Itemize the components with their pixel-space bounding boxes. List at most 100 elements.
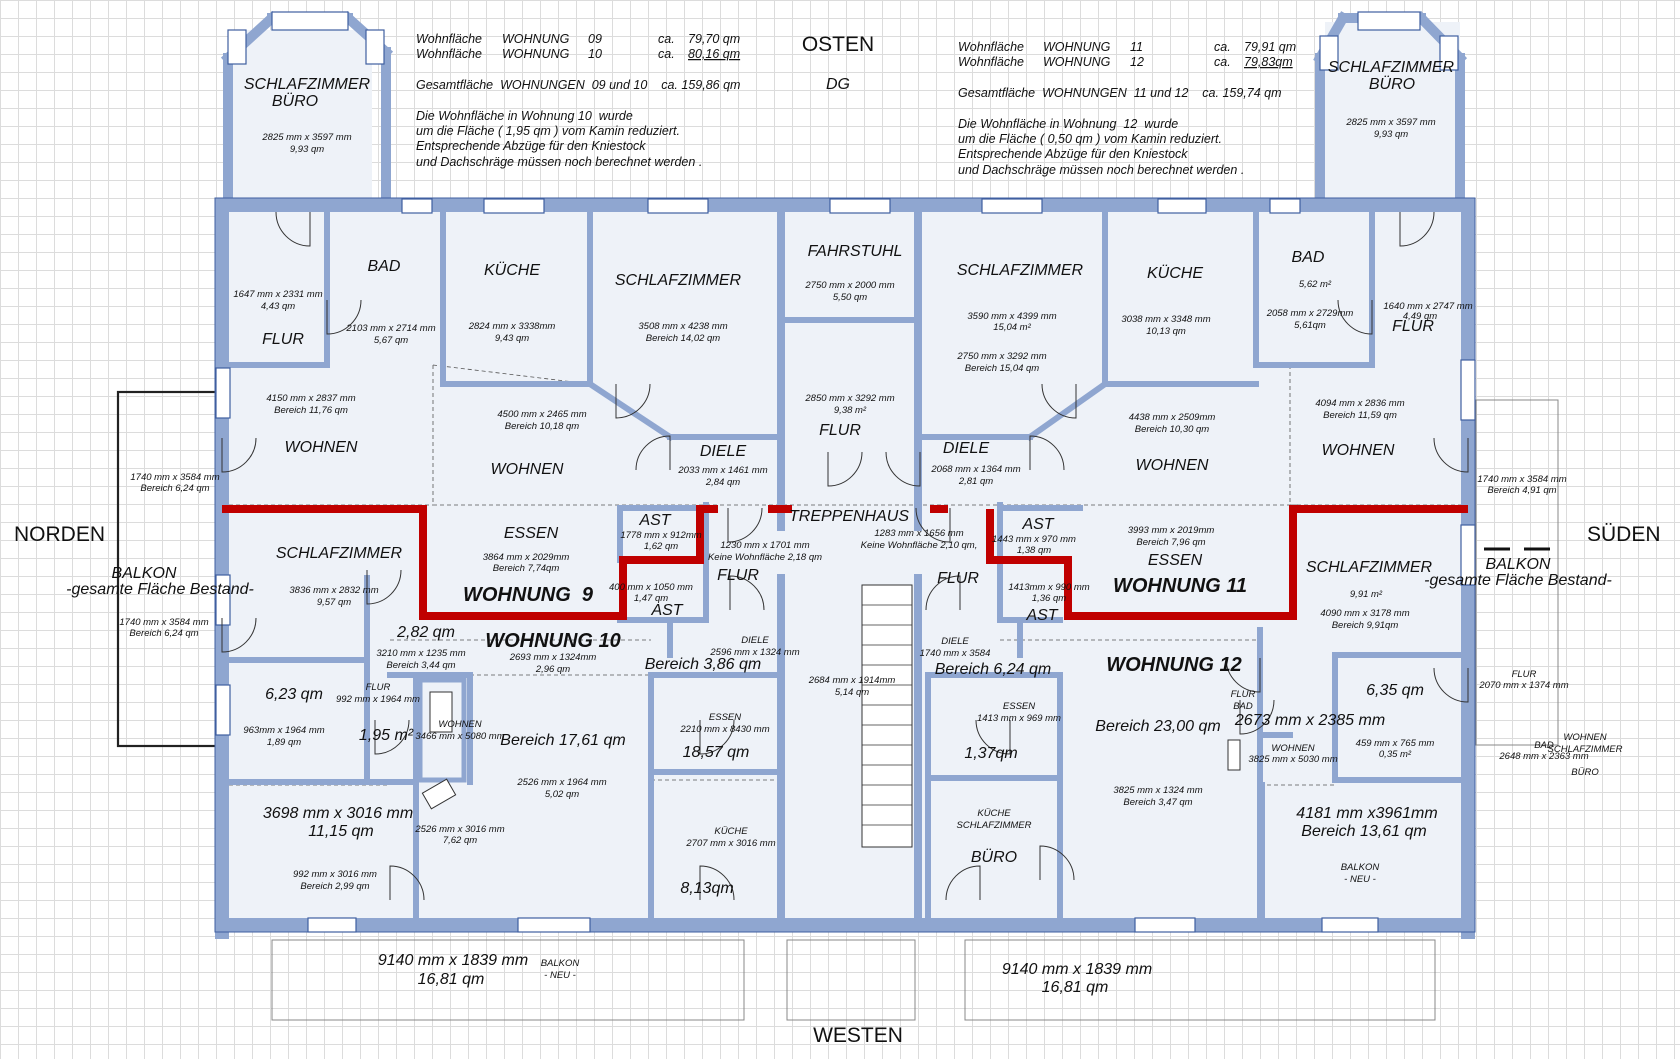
window-17 (1321, 917, 1379, 933)
dimension-label-104: 3210 mm x 1235 mm (376, 648, 465, 659)
note-left-text-3: Entsprechende Abzüge für den Kniestock (416, 139, 646, 153)
room-label-80: SCHLAFZIMMER (1306, 559, 1433, 576)
floor-area-2 (1325, 22, 1460, 210)
dimension-label-163: BALKON (1341, 862, 1380, 873)
dimension-label-5: 2103 mm x 2714 mm (345, 323, 435, 334)
room-label-124: Bereich 17,61 qm (500, 732, 625, 749)
door-14 (366, 569, 402, 605)
note-left-total: Gesamtfläche WOHNUNGEN 09 und 10 ca. 159… (416, 78, 740, 92)
door-18 (915, 507, 951, 543)
dimension-label-30: 5,61qm (1294, 320, 1326, 331)
apartment-12-title: WOHNUNG 12 (1106, 654, 1242, 676)
window-19 (365, 29, 385, 65)
door-4 (615, 383, 651, 419)
dimension-label-60: Bereich 6,24 qm (140, 483, 209, 494)
room-label-113: Bereich 6,24 qm (935, 661, 1052, 678)
note-right-text-3: Entsprechende Abzüge für den Kniestock (958, 147, 1188, 161)
fixtures (417, 584, 1241, 848)
door-9 (885, 451, 921, 487)
note-left-area-10-value: 80,16 qm (688, 47, 740, 61)
room-label-137: 2673 mm x 2385 mm (1234, 712, 1385, 729)
dimension-label-120: 992 mm x 1964 mm (336, 694, 420, 705)
room-label-49: FLUR (819, 422, 861, 439)
window-18 (227, 29, 247, 65)
dimension-label-68: 1,62 qm (644, 541, 678, 552)
room-label-138: 6,35 qm (1366, 682, 1424, 699)
dimension-label-18: 5,50 qm (833, 292, 867, 303)
dimension-label-127: ESSEN (709, 712, 741, 723)
dimension-label-7: 1647 mm x 2331 mm (233, 289, 322, 300)
dimension-label-62: Bereich 4,91 qm (1487, 485, 1556, 496)
dimension-label-147: SCHLAFZIMMER (1548, 744, 1623, 755)
chimney-right (1227, 739, 1241, 771)
window-9 (215, 367, 231, 419)
room-label-160: BÜRO (971, 848, 1017, 866)
dimension-label-145: Bereich 3,47 qm (1123, 797, 1192, 808)
dimension-label-168: - NEU - (544, 970, 576, 981)
dimension-label-130: 2684 mm x 1914mm (808, 675, 896, 686)
notes-right: Wohnfläche WOHNUNG 11 ca. 79,91 qm Wohnf… (958, 40, 1296, 177)
room-label-13: SCHLAFZIMMER (615, 272, 742, 289)
apartment-border-0 (222, 505, 718, 620)
room-label-71: TREPPENHAUS (789, 508, 909, 525)
labels: Wohnfläche WOHNUNG 09 ca. 79,70 qm Wohnf… (14, 32, 1661, 1047)
apartment-10-title: WOHNUNG 10 (485, 630, 621, 652)
note-right-area-11-apt: WOHNUNG (1043, 40, 1111, 54)
dimension-label-93: 1,47 qm (634, 593, 668, 604)
room-label-0: SCHLAFZIMMER (244, 76, 371, 93)
room-label-149: 3698 mm x 3016 mm (263, 805, 413, 822)
chimney-left-inner (429, 691, 453, 733)
dimension-label-153: 2526 mm x 3016 mm (414, 824, 504, 835)
room-label-55: WOHNEN (1136, 457, 1209, 474)
note-right-area-11-value: 79,91 qm (1244, 40, 1296, 54)
dimension-label-31: 1640 mm x 2747 mm (1383, 301, 1472, 312)
door-27 (975, 719, 1011, 755)
doors (221, 211, 1469, 901)
note-right-area-12-nr: 12 (1130, 55, 1144, 69)
dimension-label-146: WOHNEN (1563, 732, 1606, 743)
room-label-85: -gesamte Fläche Bestand- (66, 581, 254, 598)
dimension-label-2: 2825 mm x 3597 mm (261, 132, 351, 143)
dimension-label-112: 1740 mm x 3584 (920, 648, 991, 659)
dimension-label-101: FLUR (1512, 669, 1537, 680)
dimension-label-41: 4500 mm x 2465 mm (497, 409, 586, 420)
note-left-area-10-ca: ca. (658, 47, 675, 61)
dimension-label-28: 5,62 m² (1299, 279, 1332, 290)
room-label-66: AST (638, 512, 671, 529)
dimension-label-144: 3825 mm x 1324 mm (1113, 785, 1202, 796)
door-7 (1029, 435, 1065, 471)
door-2 (1399, 211, 1435, 247)
dimension-label-107: 2,96 qm (535, 664, 570, 675)
door-5 (1041, 383, 1077, 419)
dimension-label-39: Bereich 11,76 qm (274, 405, 348, 416)
note-left-area-09-nr: 09 (588, 32, 602, 46)
room-label-161: 4181 mm x3961mm (1296, 805, 1437, 822)
door-26 (699, 719, 735, 755)
dimension-label-99: 1740 mm x 3584 mm (119, 617, 208, 628)
dimension-label-15: Bereich 14,02 qm (646, 333, 721, 344)
dimension-label-26: 10,13 qm (1146, 326, 1186, 337)
room-label-35: BÜRO (1369, 75, 1415, 93)
door-23 (1225, 657, 1261, 693)
direction-west: WESTEN (813, 1024, 903, 1047)
door-12 (221, 617, 257, 653)
dimension-label-108: DIELE (741, 635, 769, 646)
dimension-label-12: 9,43 qm (495, 333, 529, 344)
dimension-label-89: 3836 mm x 2832 mm (289, 585, 378, 596)
note-right-text-1: Die Wohnfläche in Wohnung 12 wurde (958, 117, 1178, 131)
note-left-area-10-label: Wohnfläche (416, 47, 482, 61)
apartment-11-title: WOHNUNG 11 (1113, 575, 1247, 597)
room-label-87: -gesamte Fläche Bestand- (1424, 572, 1612, 589)
door-10 (221, 437, 257, 473)
note-left-text-2: um die Fläche ( 1,95 qm ) vom Kamin redu… (416, 124, 680, 138)
dimension-label-111: DIELE (941, 636, 969, 647)
door-11 (1433, 437, 1469, 473)
dimension-label-11: 2824 mm x 3338mm (468, 321, 556, 332)
notes-left: Wohnfläche WOHNUNG 09 ca. 79,70 qm Wohnf… (416, 32, 740, 169)
dimension-label-56: 4094 mm x 2836 mm (1315, 398, 1404, 409)
door-20 (699, 865, 735, 901)
room-label-169: 9140 mm x 1839 mm (1002, 961, 1152, 978)
dimension-label-36: 2825 mm x 3597 mm (1345, 117, 1435, 128)
chimney-left (417, 677, 467, 783)
